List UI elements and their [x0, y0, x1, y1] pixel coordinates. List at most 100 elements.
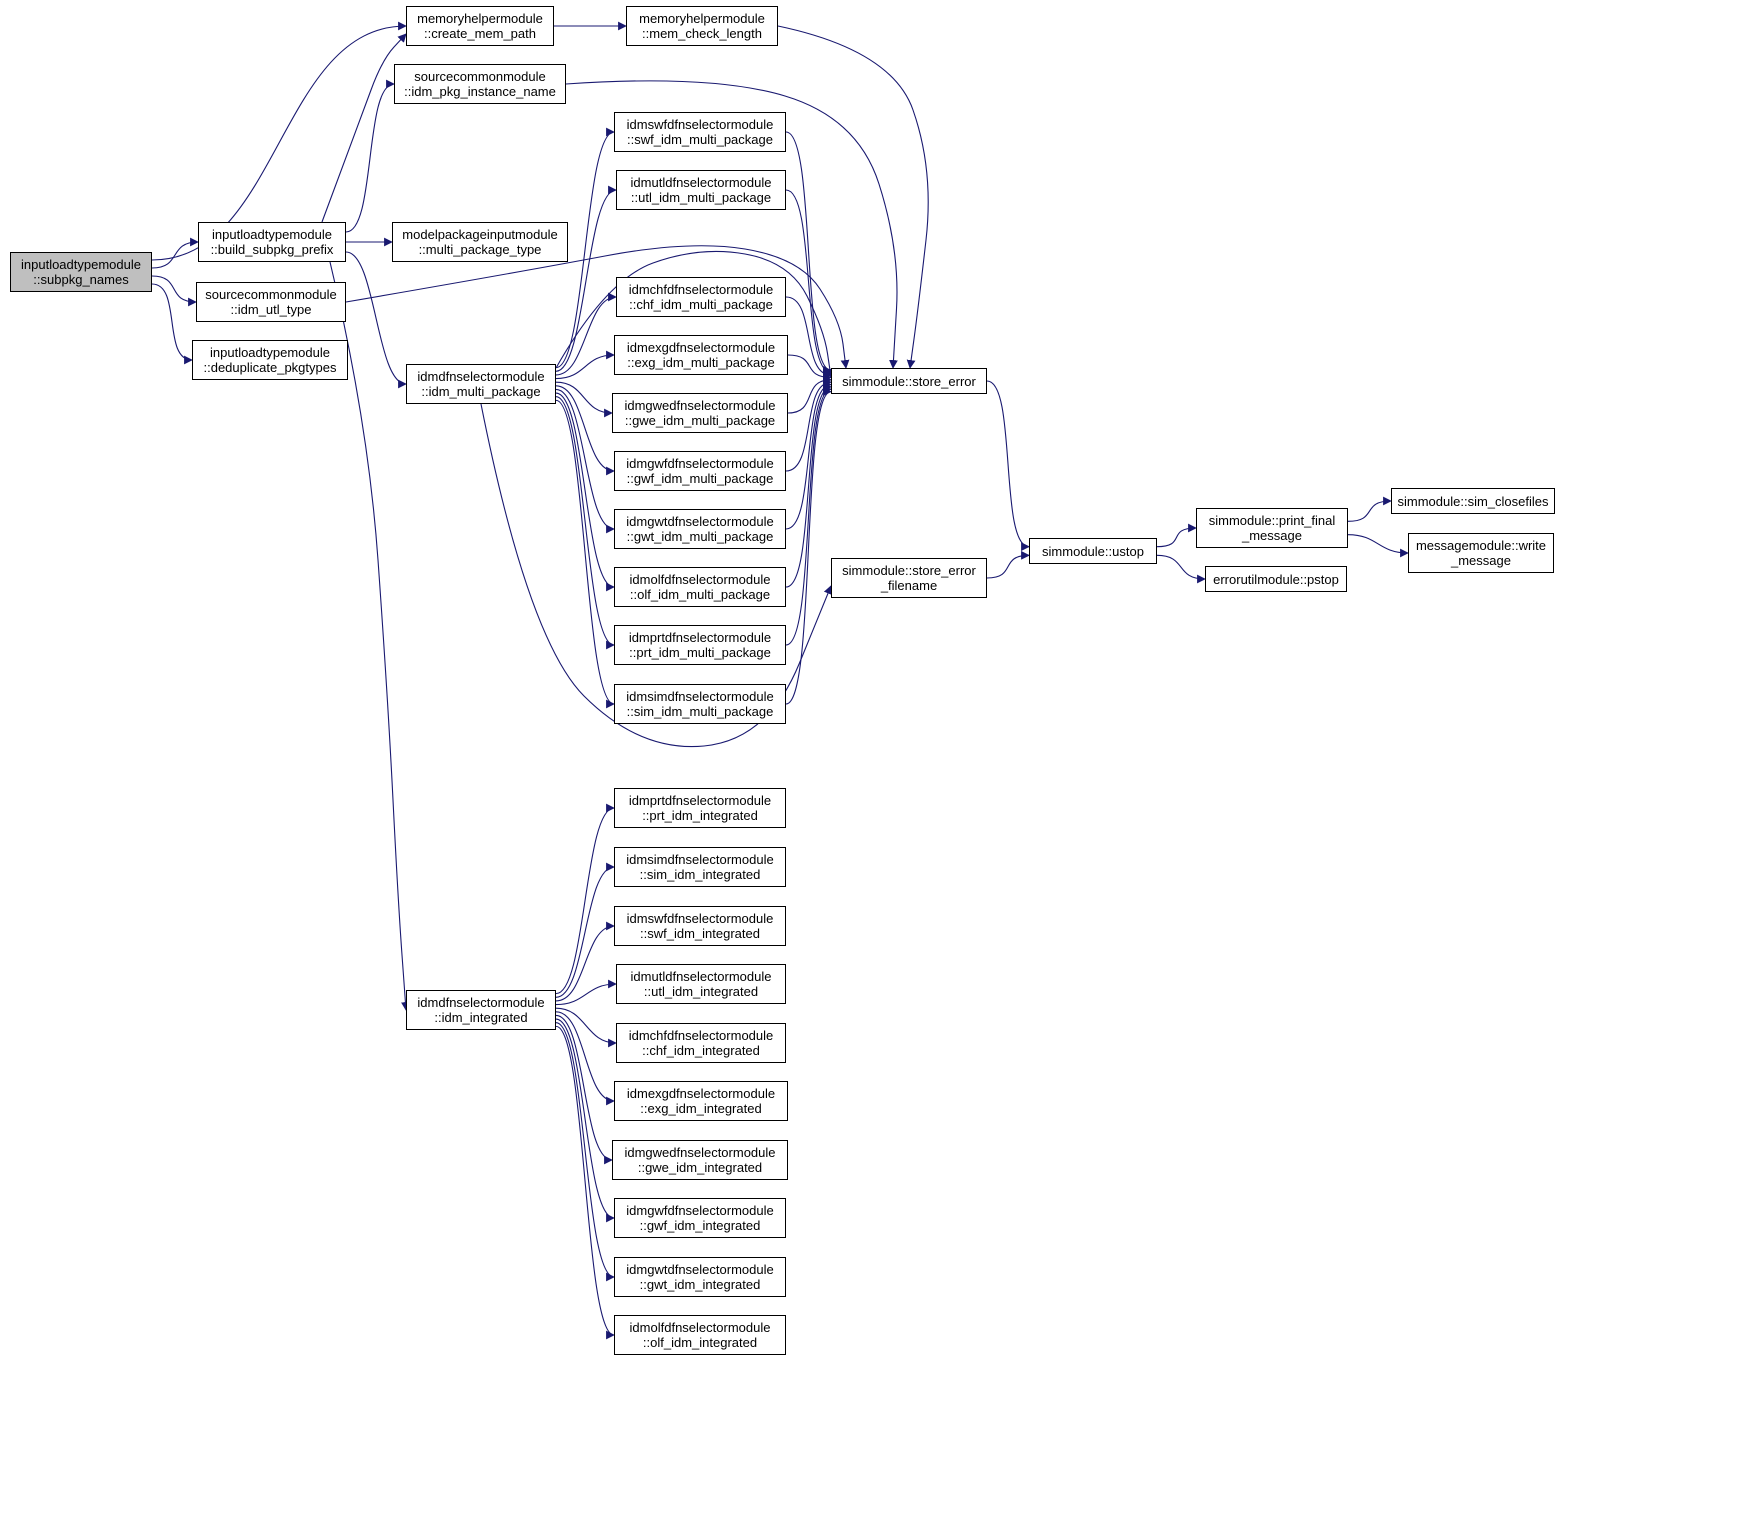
node-store_error_filename[interactable]: simmodule::store_error_filename — [831, 558, 987, 598]
node-ustop[interactable]: simmodule::ustop — [1029, 538, 1157, 564]
node-olf_multi[interactable]: idmolfdfnselectormodule::olf_idm_multi_p… — [614, 567, 786, 607]
node-print_final_message[interactable]: simmodule::print_final_message — [1196, 508, 1348, 548]
node-build_subpkg_prefix[interactable]: inputloadtypemodule::build_subpkg_prefix — [198, 222, 346, 262]
edge-idm_multi_package-store_error — [555, 250, 835, 378]
node-multi_package_type[interactable]: modelpackageinputmodule::multi_package_t… — [392, 222, 568, 262]
node-label: inputloadtypemodule — [212, 227, 332, 242]
node-label: idmchfdfnselectormodule — [628, 282, 774, 297]
edge-print_final_message-write_message — [1347, 534, 1409, 558]
node-idm_utl_type[interactable]: sourcecommonmodule::idm_utl_type — [196, 282, 346, 322]
node-label: ::subpkg_names — [33, 272, 129, 287]
node-label: idmolfdfnselectormodule — [629, 572, 771, 587]
node-gwf_multi[interactable]: idmgwfdfnselectormodule::gwf_idm_multi_p… — [614, 451, 786, 491]
node-prt_multi[interactable]: idmprtdfnselectormodule::prt_idm_multi_p… — [614, 625, 786, 665]
node-store_error[interactable]: simmodule::store_error — [831, 368, 987, 394]
node-label: idmutldfnselectormodule — [630, 175, 772, 190]
node-label: idmchfdfnselectormodule — [628, 1028, 774, 1043]
node-label: ::idm_integrated — [434, 1010, 528, 1025]
node-label: idmdfnselectormodule — [417, 369, 545, 384]
node-label: idmolfdfnselectormodule — [629, 1320, 771, 1335]
edge-idm_multi_package-sim_multi — [555, 399, 615, 709]
edge-idm_integrated-gwf_int — [555, 1018, 615, 1223]
node-label: ::multi_package_type — [418, 242, 542, 257]
node-label: idmutldfnselectormodule — [630, 969, 772, 984]
node-subpkg_names[interactable]: inputloadtypemodule::subpkg_names — [10, 252, 152, 292]
node-idm_pkg_instance_name[interactable]: sourcecommonmodule::idm_pkg_instance_nam… — [394, 64, 566, 104]
edge-idm_multi_package-prt_multi — [555, 396, 615, 650]
node-gwt_int[interactable]: idmgwtdfnselectormodule::gwt_idm_integra… — [614, 1257, 786, 1297]
node-label: ::utl_idm_integrated — [643, 984, 759, 999]
node-create_mem_path[interactable]: memoryhelpermodule::create_mem_path — [406, 6, 554, 46]
node-label: ::swf_idm_integrated — [640, 926, 760, 941]
node-label: ::sim_idm_integrated — [639, 867, 761, 882]
edge-mem_check_length-store_error — [777, 25, 929, 369]
node-utl_int[interactable]: idmutldfnselectormodule::utl_idm_integra… — [616, 964, 786, 1004]
node-mem_check_length[interactable]: memoryhelpermodule::mem_check_length — [626, 6, 778, 46]
edge-idm_integrated-gwt_int — [555, 1022, 615, 1282]
node-chf_int[interactable]: idmchfdfnselectormodule::chf_idm_integra… — [616, 1023, 786, 1063]
node-deduplicate_pkgtypes[interactable]: inputloadtypemodule::deduplicate_pkgtype… — [192, 340, 348, 380]
edge-idm_multi_package-chf_multi — [555, 292, 617, 376]
edge-prt_multi-store_error — [785, 384, 832, 646]
node-label: ::gwe_idm_multi_package — [624, 413, 776, 428]
node-label: messagemodule::write — [1415, 538, 1547, 553]
node-label: ::swf_idm_multi_package — [627, 132, 773, 147]
edge-subpkg_names-create_mem_path — [151, 21, 407, 261]
edge-idm_integrated-sim_int — [555, 862, 615, 998]
node-sim_multi[interactable]: idmsimdfnselectormodule::sim_idm_multi_p… — [614, 684, 786, 724]
node-utl_multi[interactable]: idmutldfnselectormodule::utl_idm_multi_p… — [616, 170, 786, 210]
node-label: modelpackageinputmodule — [402, 227, 558, 242]
node-gwf_int[interactable]: idmgwfdfnselectormodule::gwf_idm_integra… — [614, 1198, 786, 1238]
node-label: memoryhelpermodule — [639, 11, 765, 26]
node-label: ::deduplicate_pkgtypes — [203, 360, 337, 375]
edge-subpkg_names-deduplicate_pkgtypes — [151, 283, 193, 365]
edge-idm_multi_package-gwt_multi — [555, 388, 615, 534]
node-label: ::idm_multi_package — [421, 384, 541, 399]
node-write_message[interactable]: messagemodule::write_message — [1408, 533, 1554, 573]
node-gwt_multi[interactable]: idmgwtdfnselectormodule::gwt_idm_multi_p… — [614, 509, 786, 549]
node-idm_multi_package[interactable]: idmdfnselectormodule::idm_multi_package — [406, 364, 556, 404]
node-label: idmexgdfnselectormodule — [626, 1086, 776, 1101]
node-pstop[interactable]: errorutilmodule::pstop — [1205, 566, 1347, 592]
node-gwe_multi[interactable]: idmgwedfnselectormodule::gwe_idm_multi_p… — [612, 393, 788, 433]
node-olf_int[interactable]: idmolfdfnselectormodule::olf_idm_integra… — [614, 1315, 786, 1355]
node-label: ::chf_idm_integrated — [642, 1043, 760, 1058]
edge-gwf_multi-store_error — [785, 377, 832, 472]
edge-chf_multi-store_error — [785, 296, 832, 380]
node-label: memoryhelpermodule — [417, 11, 543, 26]
node-swf_int[interactable]: idmswfdfnselectormodule::swf_idm_integra… — [614, 906, 786, 946]
node-idm_integrated[interactable]: idmdfnselectormodule::idm_integrated — [406, 990, 556, 1030]
node-label: ::prt_idm_integrated — [642, 808, 758, 823]
node-label: ::gwe_idm_integrated — [637, 1160, 763, 1175]
edge-idm_integrated-swf_int — [555, 921, 615, 1002]
node-sim_closefiles[interactable]: simmodule::sim_closefiles — [1391, 488, 1555, 514]
edge-idm_integrated-prt_int — [555, 803, 615, 995]
node-label: idmswfdfnselectormodule — [626, 911, 774, 926]
node-label: ::mem_check_length — [642, 26, 762, 41]
node-label: ::idm_utl_type — [230, 302, 312, 317]
edge-idm_integrated-utl_int — [555, 979, 617, 1006]
node-label: ::olf_idm_integrated — [642, 1335, 758, 1350]
node-label: idmgwtdfnselectormodule — [626, 514, 774, 529]
node-label: ::exg_idm_multi_package — [627, 355, 775, 370]
edge-idm_multi_package-gwe_multi — [555, 381, 613, 418]
node-exg_multi[interactable]: idmexgdfnselectormodule::exg_idm_multi_p… — [614, 335, 788, 375]
edge-utl_multi-store_error — [785, 189, 832, 378]
node-label: simmodule::ustop — [1042, 543, 1144, 559]
node-label: _message — [1242, 528, 1302, 543]
node-label: sourcecommonmodule — [205, 287, 337, 302]
node-label: errorutilmodule::pstop — [1213, 571, 1339, 587]
node-label: idmexgdfnselectormodule — [626, 340, 776, 355]
edge-subpkg_names-idm_utl_type — [151, 275, 197, 307]
edge-ustop-pstop — [1156, 554, 1206, 584]
node-gwe_int[interactable]: idmgwedfnselectormodule::gwe_idm_integra… — [612, 1140, 788, 1180]
edge-idm_pkg_instance_name-store_error — [565, 80, 898, 369]
node-chf_multi[interactable]: idmchfdfnselectormodule::chf_idm_multi_p… — [616, 277, 786, 317]
node-prt_int[interactable]: idmprtdfnselectormodule::prt_idm_integra… — [614, 788, 786, 828]
edge-idm_multi_package-gwf_multi — [555, 385, 615, 476]
edge-idm_integrated-chf_int — [555, 1007, 617, 1048]
node-sim_int[interactable]: idmsimdfnselectormodule::sim_idm_integra… — [614, 847, 786, 887]
node-label: idmsimdfnselectormodule — [626, 852, 774, 867]
node-swf_multi[interactable]: idmswfdfnselectormodule::swf_idm_multi_p… — [614, 112, 786, 152]
node-exg_int[interactable]: idmexgdfnselectormodule::exg_idm_integra… — [614, 1081, 788, 1121]
